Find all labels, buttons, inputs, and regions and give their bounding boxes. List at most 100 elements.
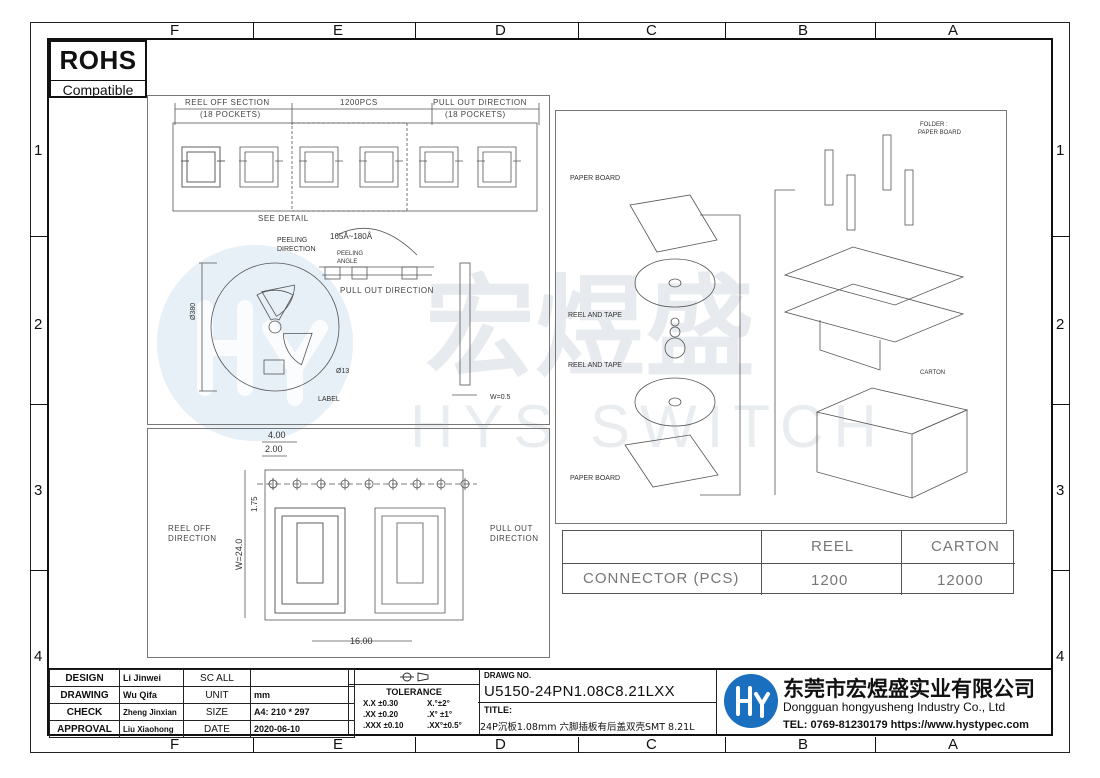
zone-col-bottom: A xyxy=(948,736,959,753)
packing-col-reel: REEL xyxy=(811,538,855,555)
design-name: Li Jinwei xyxy=(119,669,184,687)
packing-reel-qty: 1200 xyxy=(811,572,849,589)
zone-col-top: F xyxy=(170,22,180,39)
watermark-cn: 宏煜盛 xyxy=(425,264,755,392)
tol-r2a: .XX ±0.20 xyxy=(363,710,399,719)
zone-col-bottom: E xyxy=(333,736,344,753)
paper-board-top: PAPER BOARD xyxy=(570,175,621,182)
tape-reel-panel xyxy=(147,95,550,425)
zone-row-left: 3 xyxy=(34,482,43,499)
see-detail: SEE DETAIL xyxy=(258,214,309,223)
tolerance-label: TOLERANCE xyxy=(386,687,442,697)
drawing-name: Wu Qifa xyxy=(119,686,184,704)
detail-panel xyxy=(147,428,550,658)
packing-drawing xyxy=(624,134,969,499)
zone-col-bottom: D xyxy=(495,736,506,753)
check-label: CHECK xyxy=(49,703,120,721)
zone-col-bottom: B xyxy=(798,736,809,753)
packing-carton-qty: 12000 xyxy=(937,572,984,589)
dim-2: 2.00 xyxy=(265,444,283,454)
tape-pull-out: PULL OUT DIRECTION xyxy=(433,98,527,107)
company-contact: TEL: 0769-81230179 https://www.hystypec.… xyxy=(783,719,1029,731)
zone-col-top: E xyxy=(333,22,344,39)
zone-row-left: 2 xyxy=(34,316,43,333)
reel-hub: Ø13 xyxy=(336,368,350,375)
zone-row-right: 3 xyxy=(1056,482,1065,499)
date-label: DATE xyxy=(183,720,251,738)
tol-r3a: .XXX ±0.10 xyxy=(363,721,404,730)
tol-r2b: .X° ±1° xyxy=(427,710,453,719)
drawing-no-label: DRAWG NO. xyxy=(484,671,532,680)
zone-col-top: A xyxy=(948,22,959,39)
reel-and-tape-2: REEL AND TAPE xyxy=(568,362,622,369)
reel-off-section: REEL OFF SECTION xyxy=(185,98,270,107)
watermark-en: HYS SWITCH xyxy=(410,393,887,460)
scale-label: SC ALL xyxy=(183,669,251,687)
approval-table: DESIGN Li Jinwei SC ALL DRAWING Wu Qifa … xyxy=(49,669,355,738)
approval-name: Liu Xiaohong xyxy=(119,720,184,738)
detail-drawing xyxy=(244,441,477,642)
folder-label: FOLDER : xyxy=(920,122,948,128)
paper-board-bottom: PAPER BOARD xyxy=(570,475,621,482)
dim-4: 4.00 xyxy=(268,430,286,440)
zone-col-bottom: F xyxy=(170,736,180,753)
reel-off-pockets: (18 POCKETS) xyxy=(200,110,261,119)
zone-row-left: 4 xyxy=(34,648,43,665)
scale-value xyxy=(250,669,355,687)
reel-pull-out: PULL OUT DIRECTION xyxy=(340,286,434,295)
reel-width: W=0.5 xyxy=(490,394,511,401)
packing-panel xyxy=(555,110,1007,524)
size-value: A4: 210 * 297 xyxy=(250,703,355,721)
peeling-angle: PEELING ANGLE xyxy=(337,251,364,265)
tol-r1a: X.X ±0.30 xyxy=(363,699,399,708)
approval-label: APPROVAL xyxy=(49,720,120,738)
company-name-en: Dongguan hongyusheng Industry Co., Ltd xyxy=(783,700,1006,714)
tape-pcs: 1200PCS xyxy=(340,98,378,107)
drawing-number-block: DRAWG NO. U5150-24PN1.08C8.21LXX TITLE: … xyxy=(478,669,717,735)
rohs-title: ROHS xyxy=(59,45,137,75)
drawing-border xyxy=(47,38,1053,736)
design-label: DESIGN xyxy=(49,669,120,687)
zone-col-top: C xyxy=(646,22,657,39)
watermark-logo xyxy=(157,245,353,441)
folder-paper-board: PAPER BOARD xyxy=(918,130,961,136)
tol-r3b: .XX°±0.5° xyxy=(427,721,462,730)
reel-diameter: Ø380 xyxy=(190,302,197,320)
title-label: TITLE: xyxy=(484,705,512,715)
packing-col-carton: CARTON xyxy=(931,538,1000,555)
peeling-angle-value: 165Å~180Å xyxy=(330,232,373,241)
detail-pull-out: PULL OUT DIRECTION xyxy=(490,524,539,543)
packing-row-label: CONNECTOR (PCS) xyxy=(583,570,740,587)
reel-label: LABEL xyxy=(318,396,340,403)
company-name-cn: 东莞市宏煜盛实业有限公司 xyxy=(783,677,1035,701)
unit-label: UNIT xyxy=(183,686,251,704)
projection-symbol-icon xyxy=(400,672,429,682)
outer-frame xyxy=(30,22,1070,753)
zone-col-top: D xyxy=(495,22,506,39)
packing-table: REEL CARTON CONNECTOR (PCS) 1200 12000 xyxy=(562,530,1015,595)
rohs-subtitle: Compatible xyxy=(51,80,145,98)
title-value: 24P沉板1.08mm 六脚插板有后盖双壳SMT 8.21L xyxy=(480,722,695,733)
zone-row-right: 2 xyxy=(1056,316,1065,333)
zone-row-right: 4 xyxy=(1056,648,1065,665)
drawing-no: U5150-24PN1.08C8.21LXX xyxy=(484,683,675,700)
check-name: Zheng Jinxian xyxy=(119,703,184,721)
drawing-label: DRAWING xyxy=(49,686,120,704)
title-block xyxy=(49,668,1051,737)
peeling-direction: PEELING DIRECTION xyxy=(277,237,316,253)
tol-r1b: X.°±2° xyxy=(427,699,450,708)
dim-16: 16.00 xyxy=(350,636,373,646)
zone-col-bottom: C xyxy=(646,736,657,753)
detail-reel-off: REEL OFF DIRECTION xyxy=(168,524,217,543)
company-logo-icon xyxy=(724,674,778,728)
carton-label: CARTON xyxy=(920,370,946,376)
tape-pull-out-pockets: (18 POCKETS) xyxy=(445,110,506,119)
unit-value: mm xyxy=(250,686,355,704)
date-value: 2020-06-10 xyxy=(250,720,355,738)
dim-w: W=24.0 xyxy=(234,538,244,570)
zone-row-left: 1 xyxy=(34,142,43,159)
tape-reel-drawing xyxy=(172,103,540,396)
dim-175: 1.75 xyxy=(250,496,259,512)
size-label: SIZE xyxy=(183,703,251,721)
reel-and-tape-1: REEL AND TAPE xyxy=(568,312,622,319)
